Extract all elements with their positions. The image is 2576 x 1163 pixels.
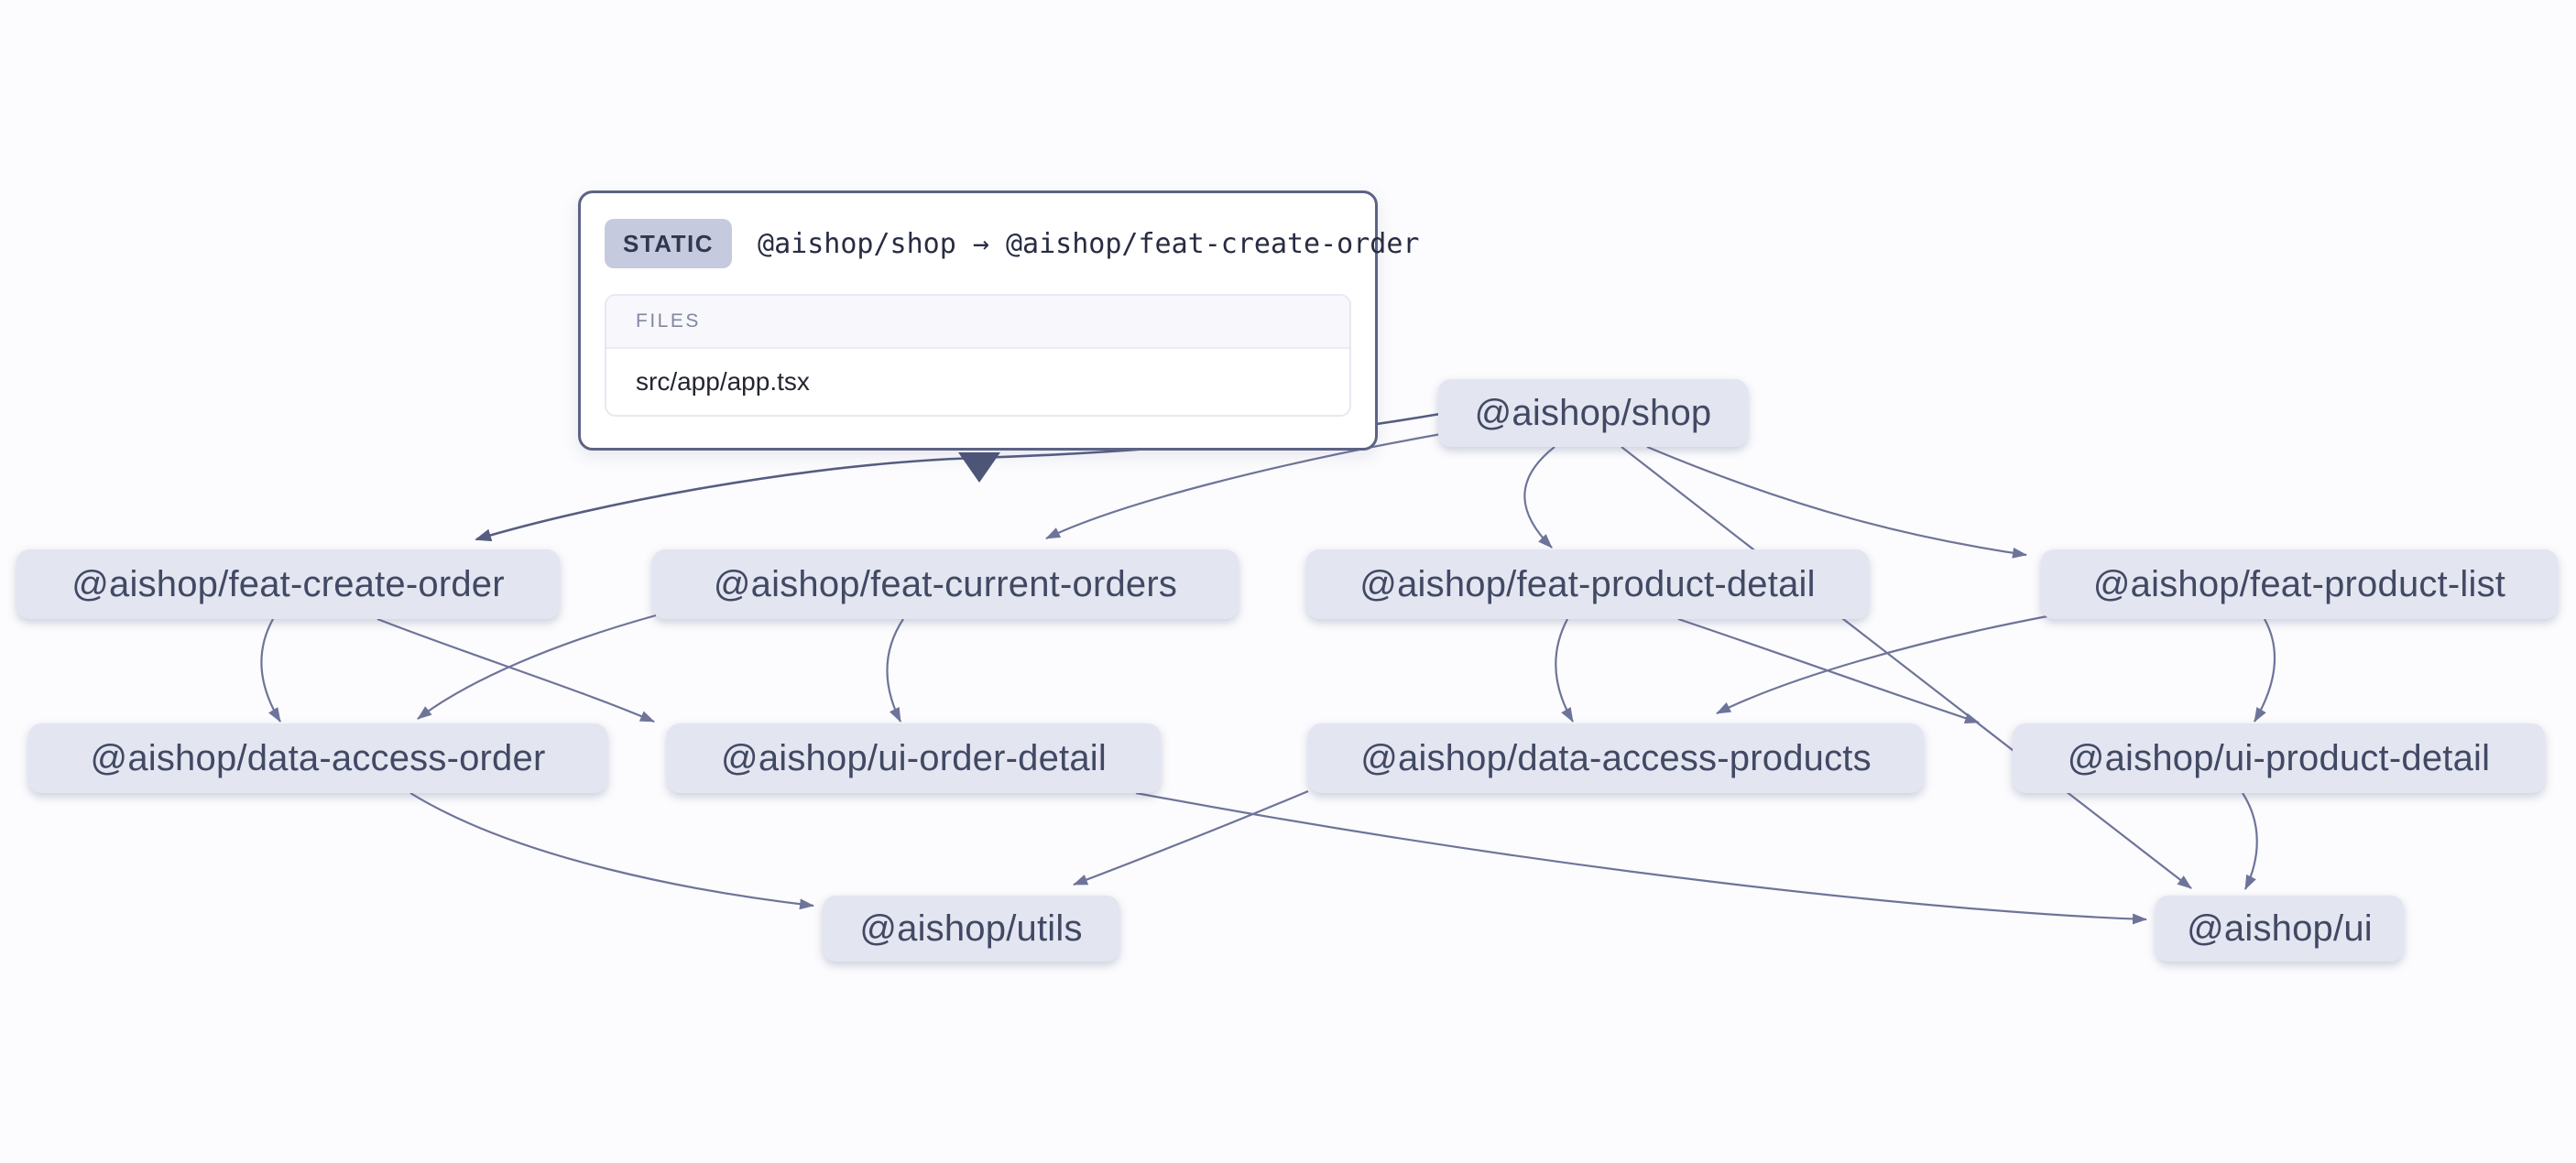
node-feat-current-orders[interactable]: @aishop/feat-current-orders — [652, 549, 1239, 619]
files-panel: FILES src/app/app.tsx — [605, 294, 1351, 417]
node-shop[interactable]: @aishop/shop — [1438, 379, 1748, 447]
node-utils[interactable]: @aishop/utils — [823, 896, 1119, 962]
edge-data-access-products-to-utils[interactable] — [1073, 789, 1309, 886]
edge-shop-to-ui[interactable] — [1621, 446, 2192, 889]
edge-feat-current-orders-to-ui-order-detail[interactable] — [886, 618, 904, 723]
node-ui[interactable]: @aishop/ui — [2156, 896, 2404, 962]
edge-ui-order-detail-to-ui[interactable] — [1135, 791, 2147, 925]
edge-type-badge: STATIC — [605, 219, 733, 268]
edge-feat-create-order-to-ui-order-detail[interactable] — [377, 617, 655, 723]
edge-feat-product-detail-to-ui-product-detail[interactable] — [1677, 617, 1980, 724]
edge-feat-create-order-to-data-access-order[interactable] — [260, 618, 281, 723]
edge-feat-product-detail-to-data-access-products[interactable] — [1555, 618, 1574, 723]
node-ui-product-detail[interactable]: @aishop/ui-product-detail — [2013, 723, 2545, 793]
file-list-item: src/app/app.tsx — [606, 347, 1349, 415]
edge-shop-to-feat-product-detail[interactable] — [1523, 446, 1555, 549]
edge-data-access-order-to-utils[interactable] — [409, 792, 814, 910]
node-data-access-products[interactable]: @aishop/data-access-products — [1308, 723, 1924, 793]
edge-tooltip-title: @aishop/shop → @aishop/feat-create-order — [758, 227, 1420, 260]
edge-ui-product-detail-to-ui[interactable] — [2242, 792, 2258, 890]
hovered-edge-direction-arrow-icon — [958, 452, 1000, 483]
edge-tooltip: STATIC @aishop/shop → @aishop/feat-creat… — [578, 190, 1420, 451]
node-feat-product-detail[interactable]: @aishop/feat-product-detail — [1306, 549, 1869, 619]
node-ui-order-detail[interactable]: @aishop/ui-order-detail — [667, 723, 1161, 793]
edge-feat-product-list-to-ui-product-detail[interactable] — [2254, 618, 2276, 723]
edge-feat-current-orders-to-data-access-order[interactable] — [417, 614, 657, 720]
node-feat-create-order[interactable]: @aishop/feat-create-order — [16, 549, 560, 619]
edge-shop-to-feat-current-orders[interactable] — [1045, 432, 1442, 539]
edge-tooltip-header: STATIC @aishop/shop → @aishop/feat-creat… — [605, 219, 1420, 268]
node-data-access-order[interactable]: @aishop/data-access-order — [28, 723, 607, 793]
files-panel-header: FILES — [606, 296, 1349, 347]
edge-feat-product-list-to-data-access-products[interactable] — [1716, 614, 2053, 714]
node-feat-product-list[interactable]: @aishop/feat-product-list — [2041, 549, 2558, 619]
edge-shop-to-feat-product-list[interactable] — [1646, 445, 2027, 559]
